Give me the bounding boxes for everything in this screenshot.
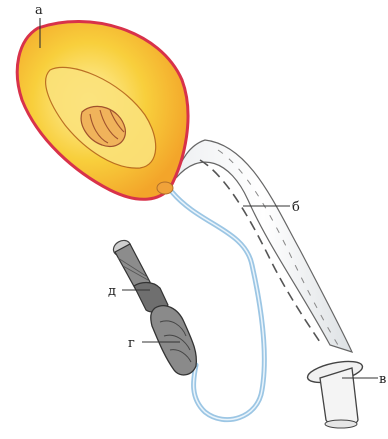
airway-tube [176, 140, 364, 428]
label-b: б [292, 200, 300, 215]
pilot-balloon [151, 306, 197, 375]
mask-cuff [17, 21, 188, 199]
label-d: д [108, 284, 116, 299]
label-v: в [379, 372, 386, 387]
label-a: а [35, 3, 43, 18]
tube-connector [320, 368, 358, 426]
pilot-valve [111, 237, 168, 312]
label-g: г [128, 336, 135, 351]
